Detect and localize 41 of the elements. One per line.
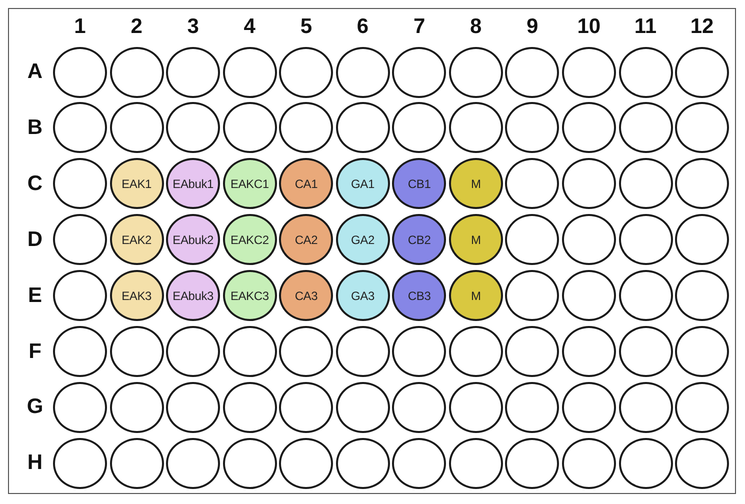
well-label: CA1 <box>294 176 318 191</box>
well-label: EAKC1 <box>230 176 269 191</box>
column-number: 5 <box>300 15 312 39</box>
row-letter: B <box>27 116 43 140</box>
row-letter: E <box>28 284 42 308</box>
column-number: 9 <box>526 15 538 39</box>
well-label: GA1 <box>351 176 374 191</box>
column-number: 11 <box>634 15 657 39</box>
well-label: EAK3 <box>122 288 152 303</box>
column-number: 8 <box>470 15 482 39</box>
row-letter: H <box>27 451 43 476</box>
column-number: 12 <box>690 15 714 39</box>
well-label: M <box>470 232 481 247</box>
well-label: M <box>470 288 481 303</box>
well-label: EAbuk3 <box>172 288 214 303</box>
well-label: GA2 <box>351 232 374 247</box>
well-label: EAKC3 <box>230 288 269 303</box>
well-label: GA3 <box>351 288 374 303</box>
well-label: CB2 <box>408 232 431 247</box>
row-letter: A <box>27 60 43 84</box>
well-label: CA2 <box>294 232 318 247</box>
well-label: EAbuk1 <box>172 176 214 191</box>
column-number: 10 <box>577 15 601 39</box>
well-label: CB1 <box>408 176 431 191</box>
column-number: 1 <box>74 15 86 39</box>
well-label: EAK1 <box>122 176 152 191</box>
well-label: CA3 <box>294 288 318 303</box>
column-number: 7 <box>413 15 426 39</box>
row-letter: G <box>26 395 44 420</box>
well-label: CB3 <box>408 288 431 303</box>
row-letter: F <box>28 340 42 364</box>
column-number: 3 <box>187 15 199 39</box>
row-letter: D <box>27 228 43 252</box>
well-label: EAKC2 <box>230 232 269 247</box>
well-label: EAK2 <box>122 232 152 247</box>
column-number: 6 <box>356 15 369 39</box>
column-number: 2 <box>130 15 142 39</box>
well-label: M <box>470 176 481 191</box>
column-number: 4 <box>244 15 256 39</box>
row-letter: C <box>27 172 43 196</box>
well-label: EAbuk2 <box>172 232 214 247</box>
